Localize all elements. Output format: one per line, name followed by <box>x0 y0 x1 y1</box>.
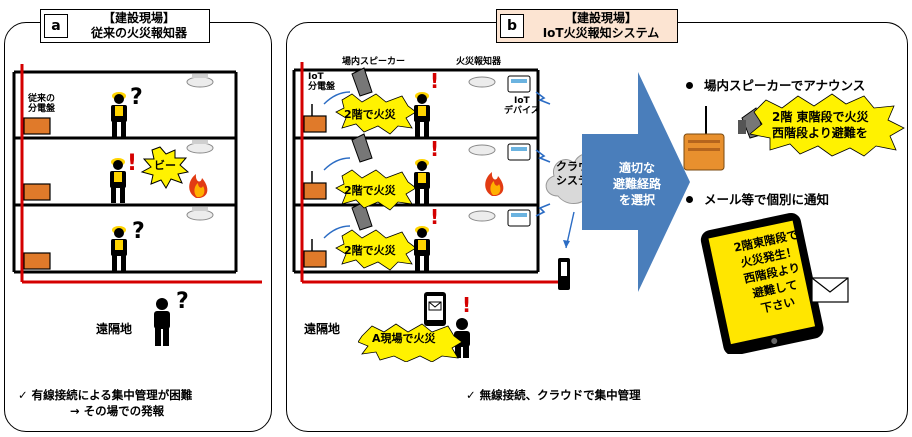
building-a-diagram: ? ! ? <box>12 64 262 284</box>
svg-text:?: ? <box>132 219 145 244</box>
building-b-diagram: 2階で火災 2階で火災 2階で火災 ! ! ! <box>292 62 558 284</box>
worker-icon <box>111 92 127 137</box>
iot-device-label-2: デバイス <box>504 106 540 116</box>
announce-line-2: 西階段より避難を <box>772 126 868 140</box>
svg-text:2階で火災: 2階で火災 <box>344 183 397 197</box>
cloud-label-1: クラウド <box>556 160 600 173</box>
detector-label: 火災報知器 <box>456 57 502 67</box>
announce-line-1: 2階 東階段で火災 <box>772 110 869 124</box>
panel-conventional <box>4 22 272 432</box>
remote-person-icon: ? <box>154 290 189 346</box>
worker-icon <box>414 159 430 204</box>
bullet-dot <box>686 82 693 89</box>
remote-label-b: 遠隔地 <box>304 322 341 336</box>
conventional-breaker-label-2: 分電盤 <box>28 104 56 114</box>
remote-label-a: 遠隔地 <box>96 322 133 336</box>
remote-callout <box>358 323 463 362</box>
footer-b: ✓ 無線接続、クラウドで集中管理 <box>466 388 641 402</box>
arrow-text-3: を選択 <box>618 193 655 207</box>
header-a <box>40 9 210 43</box>
worker-icon <box>110 158 126 203</box>
tablet-icon <box>700 212 849 354</box>
svg-text:2階で火災: 2階で火災 <box>344 243 397 257</box>
svg-text:!: ! <box>430 205 439 229</box>
arrow-text-1: 適切な <box>618 161 655 175</box>
flow-arrow <box>582 72 690 292</box>
header-b-line2: IoT火災報知システム <box>542 26 660 40</box>
speaker-label: 場内スピーカー <box>342 57 406 67</box>
header-b-line1: 【建設現場】 <box>564 11 637 25</box>
gateway-icon <box>558 211 575 290</box>
header-b-letter: b <box>500 14 524 38</box>
footer-a-line1: ✓ 有線接続による集中管理が困難 <box>18 388 193 402</box>
remote-callout-text: A現場で火災 <box>372 332 436 345</box>
iot-device-label-1: IoT <box>514 96 530 106</box>
header-b <box>496 9 678 43</box>
announce-speaker-icon <box>683 106 765 171</box>
header-a-line1: 【建設現場】 <box>102 11 175 25</box>
alarm-sound-text: ビー <box>154 159 176 172</box>
footer-a-line2: → その場での発報 <box>70 404 165 418</box>
svg-text:!: ! <box>127 151 137 176</box>
conventional-breaker-label-1: 従来の <box>28 94 56 104</box>
bullet-speaker-announce: 場内スピーカーでアナウンス <box>704 78 866 93</box>
worker-icon <box>414 226 430 271</box>
worker-icon <box>111 226 127 271</box>
bullet-dot <box>686 196 693 203</box>
arrow-text-2: 避難経路 <box>612 177 661 191</box>
svg-text:?: ? <box>176 290 189 314</box>
cloud-label-2: システム <box>556 174 600 187</box>
svg-text:?: ? <box>130 85 143 110</box>
svg-text:2階で火災: 2階で火災 <box>344 107 397 121</box>
header-a-line2: 従来の火災報知器 <box>90 26 187 40</box>
bullet-mail-notify: メール等で個別に通知 <box>704 192 830 207</box>
iot-breaker-label-1: IoT <box>308 72 324 82</box>
header-a-letter: a <box>44 14 68 38</box>
svg-text:!: ! <box>462 293 471 317</box>
svg-text:!: ! <box>430 69 439 93</box>
iot-breaker-label-2: 分電盤 <box>308 82 336 92</box>
announce-callout <box>749 93 905 157</box>
svg-text:!: ! <box>430 137 439 161</box>
worker-icon <box>414 92 430 137</box>
